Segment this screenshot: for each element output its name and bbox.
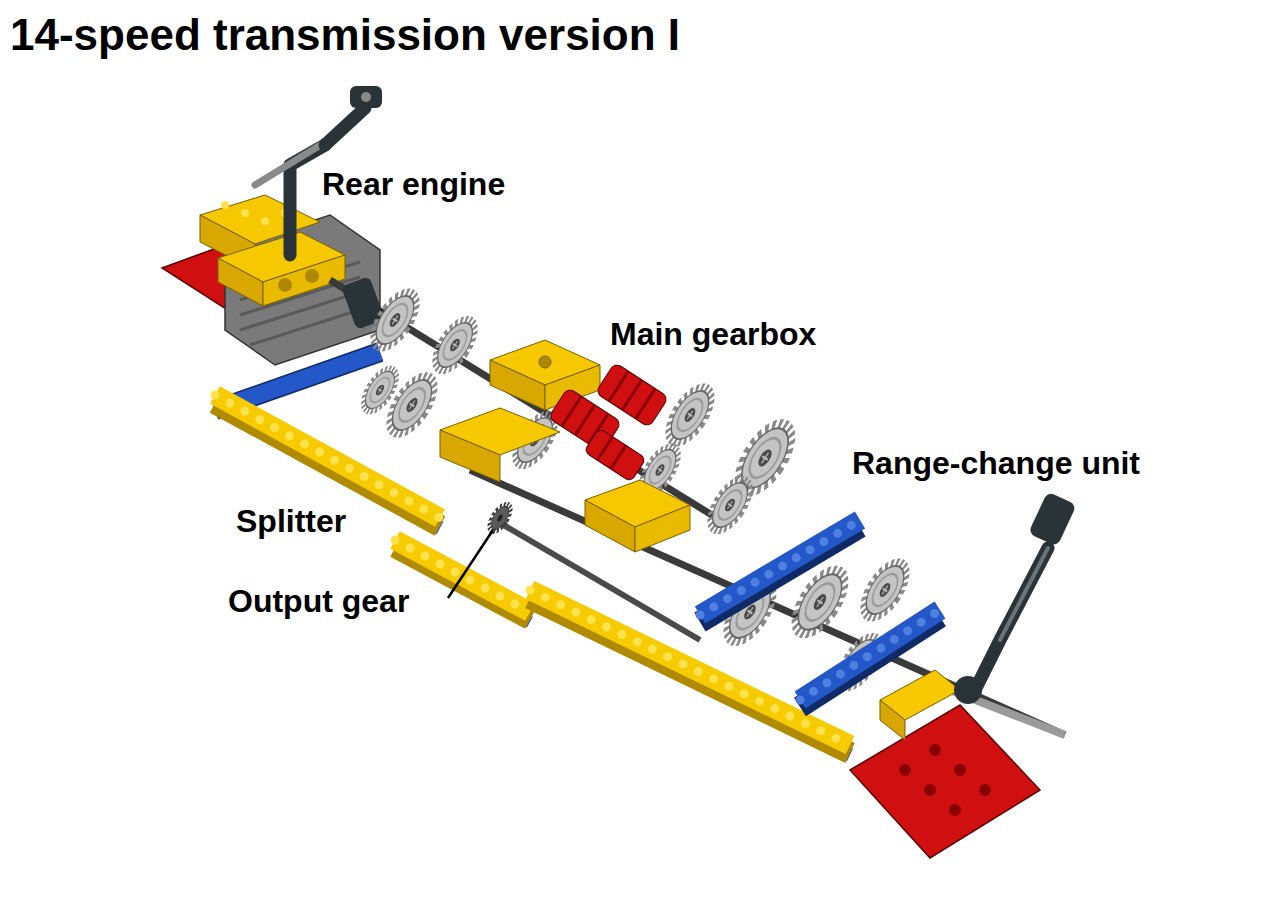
plate-holes — [899, 744, 991, 816]
part-label: Splitter — [236, 503, 346, 540]
blue-beam — [700, 520, 940, 707]
part-label: Range-change unit — [852, 445, 1140, 482]
blue-beam — [215, 352, 850, 755]
gear — [427, 313, 483, 377]
diagram-title: 14-speed transmission version I — [10, 10, 680, 61]
part-label: Rear engine — [322, 166, 505, 203]
gear — [855, 555, 915, 624]
range-lever — [954, 491, 1077, 704]
output-gear — [485, 501, 515, 536]
leader-line — [448, 530, 493, 598]
part-label: Output gear — [228, 583, 409, 620]
yellow-brick — [880, 670, 960, 740]
part-label: Main gearbox — [610, 316, 816, 353]
gear — [702, 473, 758, 537]
gear — [381, 369, 443, 441]
gearbox-brick — [440, 356, 690, 552]
gear — [660, 380, 720, 449]
red-plate — [850, 705, 1040, 858]
gear — [365, 285, 425, 354]
